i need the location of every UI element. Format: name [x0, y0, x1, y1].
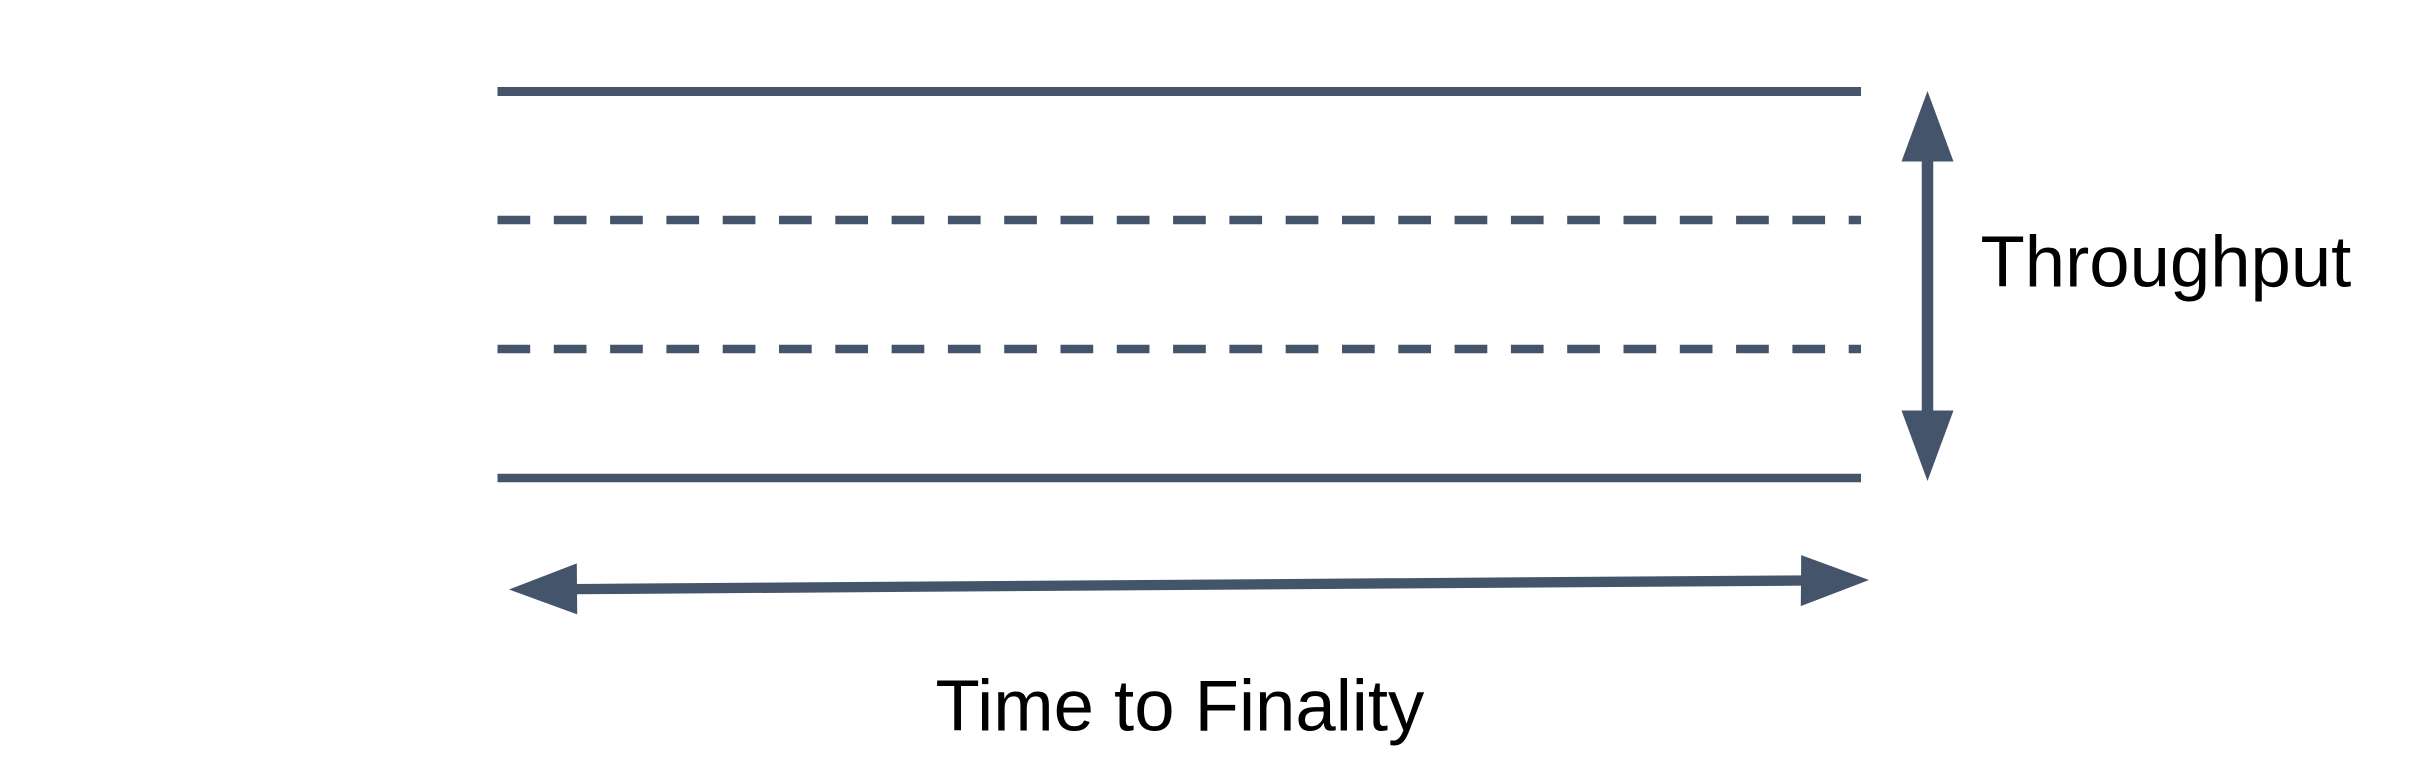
svg-text:Throughput: Throughput: [1981, 222, 2352, 303]
svg-text:Time to Finality: Time to Finality: [936, 666, 1426, 747]
